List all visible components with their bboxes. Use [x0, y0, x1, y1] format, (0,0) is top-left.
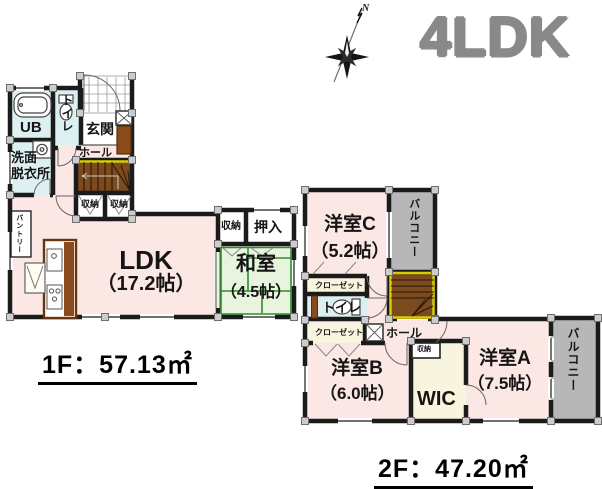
label-yoshitsu-b-name: 洋室B	[331, 358, 383, 379]
label-balcony-top: バルコニー	[407, 198, 420, 258]
staircase-2f	[389, 272, 435, 319]
label-yoshitsu-a-name: 洋室A	[479, 348, 531, 369]
label-balcony-right: バルコニー	[566, 327, 580, 392]
label-closet-lower: クローゼット	[315, 328, 363, 337]
label-storage-2f: 収納	[417, 346, 431, 353]
staircase-1f	[76, 160, 132, 193]
label-yoshitsu-a-size: （7.5帖）	[467, 374, 543, 393]
label-ub: UB	[20, 119, 42, 136]
label-storage-c: 収納	[221, 221, 241, 232]
label-wic: WIC	[417, 388, 456, 410]
label-toilet-1f: トイレ	[60, 94, 74, 133]
label-yoshitsu-c-name: 洋室C	[324, 214, 376, 235]
label-yoshitsu-c-size: （5.2帖）	[310, 241, 390, 261]
compass-rose-icon: N	[325, 3, 370, 83]
floor1-area-label: 1F：57.13㎡	[38, 345, 197, 385]
label-hall-2f: ホール	[386, 326, 423, 340]
plan-type-title: 4LDK	[420, 5, 571, 68]
label-pantry: パントリー	[15, 214, 23, 254]
label-genkan: 玄関	[86, 121, 114, 137]
label-closet-upper: クローゼット	[315, 281, 363, 290]
label-storage-b: 収納	[110, 199, 129, 209]
label-hall-1f: ホール	[79, 147, 112, 159]
compass-north-label: N	[361, 3, 370, 14]
label-ldk-name: LDK	[119, 245, 173, 275]
entrance-porch	[80, 76, 132, 113]
label-yoshitsu-b-size: （6.0帖）	[320, 384, 395, 403]
label-washitsu-name: 和室	[236, 253, 276, 275]
label-ldk-size: （17.2帖）	[96, 273, 196, 295]
label-oshiire: 押入	[254, 219, 282, 235]
label-toilet-2f: トイレ	[322, 300, 362, 315]
floor2-area-label: 2F：47.20㎡	[374, 449, 533, 489]
label-washitsu-size: （4.5帖）	[220, 284, 292, 301]
label-washroom: 洗面 脱衣所	[11, 150, 51, 182]
label-storage-a: 収納	[81, 199, 100, 209]
